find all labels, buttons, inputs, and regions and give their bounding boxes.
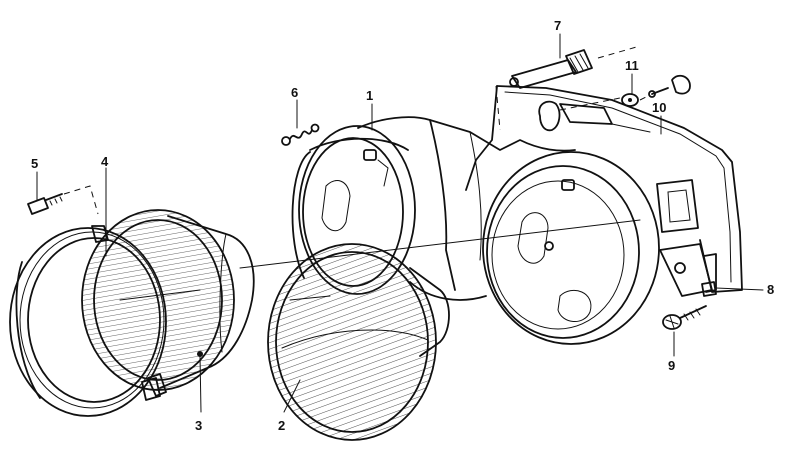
callout-8: 8 [767,282,774,297]
sealed-beam-lens-insert [267,243,450,441]
callout-9: 9 [668,358,675,373]
callout-4: 4 [101,154,109,169]
assembly-axis-line-2 [119,289,201,301]
callout-3: 3 [195,418,202,433]
adjusting-screw [495,45,641,131]
washer-and-plug [538,74,691,132]
callout-labels: 1 2 3 4 5 6 7 8 9 10 11 [31,18,774,433]
retaining-screw [27,185,99,215]
callout-7: 7 [554,18,561,33]
retaining-trim-ring [9,225,167,417]
assembly-axis-line [239,219,641,269]
callout-2: 2 [278,418,285,433]
callout-6: 6 [291,85,298,100]
mounting-nut-clip [701,281,717,297]
callout-11: 11 [625,58,639,73]
mounting-bracket-frame [465,85,743,293]
callout-5: 5 [31,156,38,171]
tension-spring [281,123,320,146]
callout-1: 1 [366,88,373,103]
leader-lines [36,33,764,413]
self-tapping-screw [662,305,707,330]
callout-10: 10 [652,100,666,115]
